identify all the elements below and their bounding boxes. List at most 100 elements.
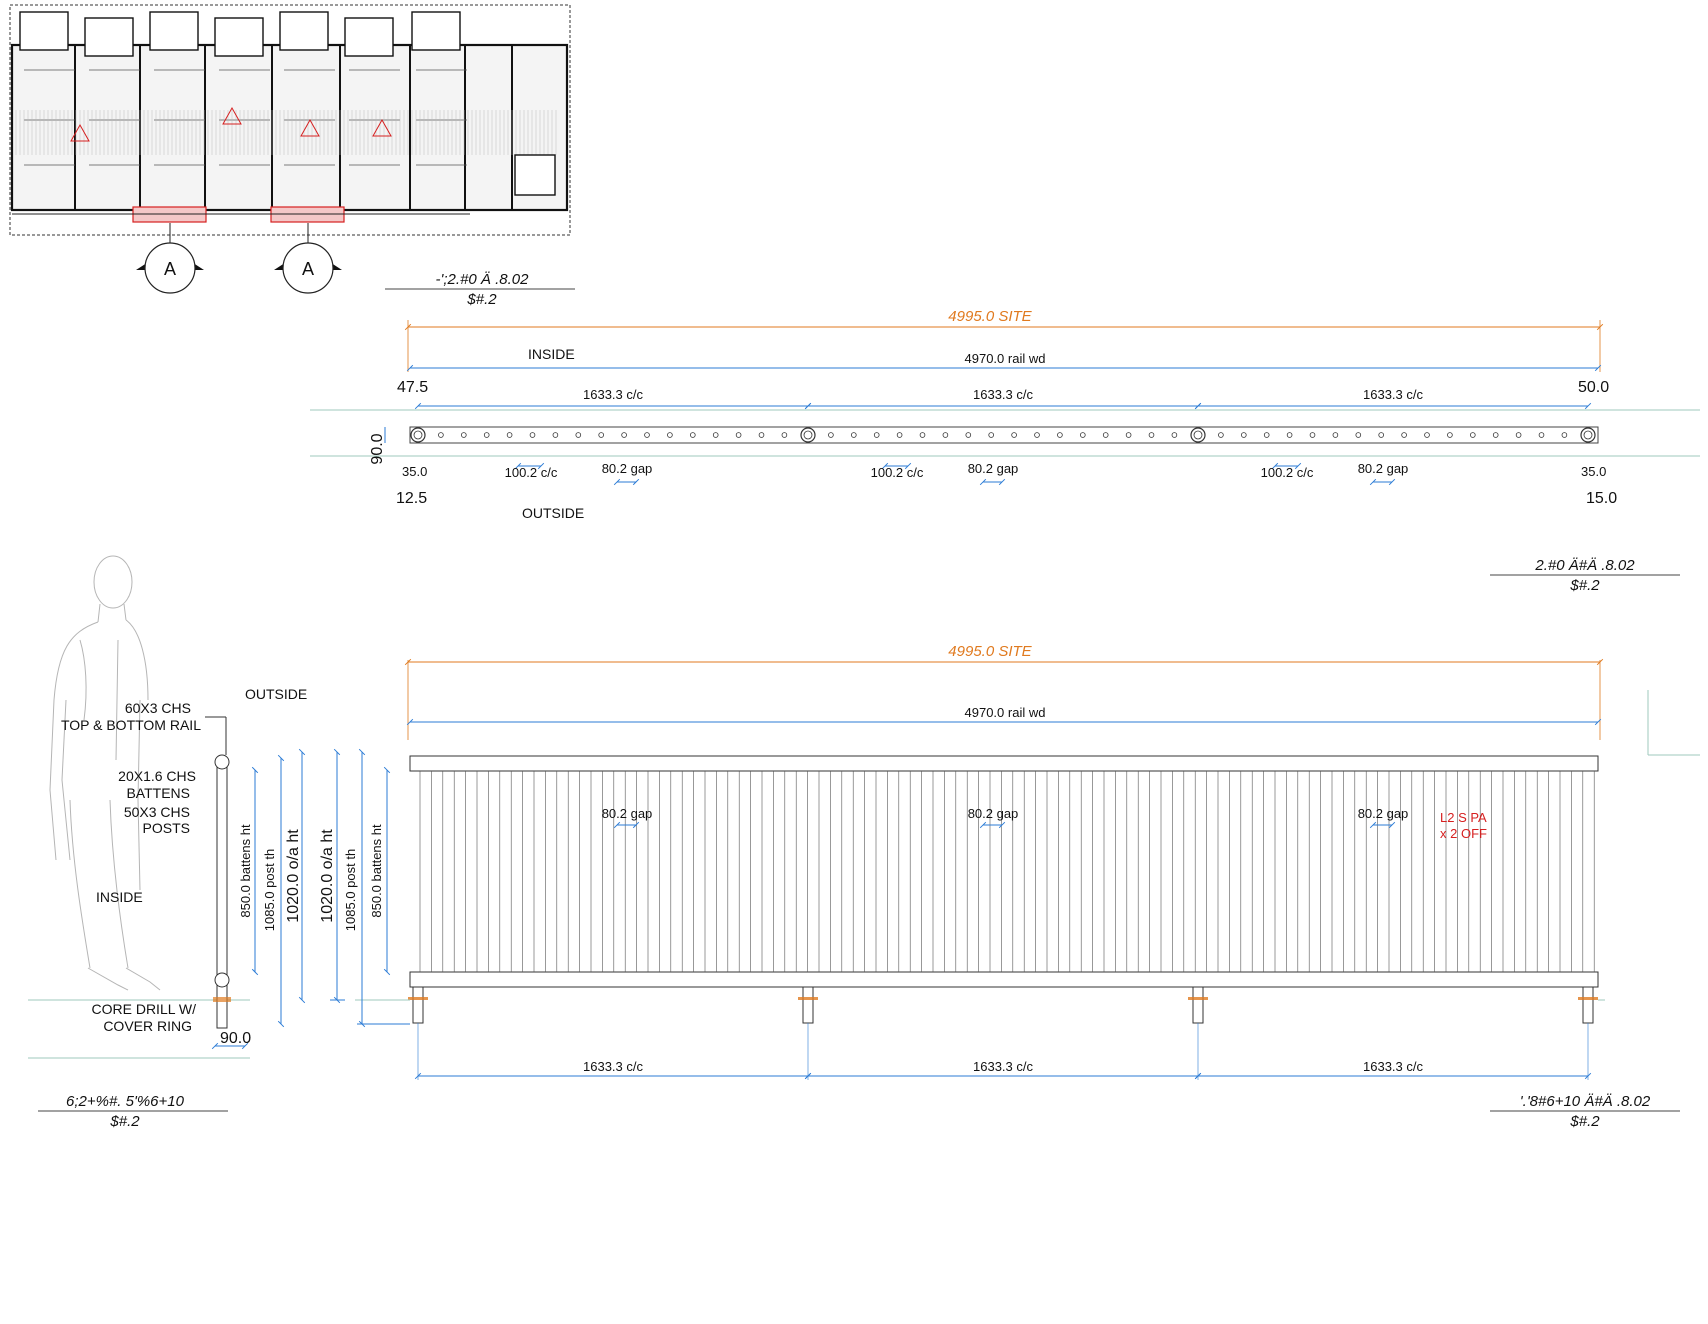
elevation-post xyxy=(1192,986,1204,1024)
batten-spacing-label: 100.2 c/c xyxy=(1261,465,1314,480)
plan-batten xyxy=(828,432,834,438)
elevation-post xyxy=(802,986,814,1024)
plan-post xyxy=(410,427,426,443)
elevation-battens xyxy=(419,771,1595,972)
plan-batten xyxy=(1561,432,1568,438)
plan-post xyxy=(1580,427,1596,443)
plan-batten xyxy=(919,432,926,438)
plan-batten xyxy=(942,432,949,438)
post-note: POSTS xyxy=(143,820,190,836)
plan-batten xyxy=(712,432,719,438)
offset-left-top: 47.5 xyxy=(397,379,428,396)
plan-rail xyxy=(409,426,1599,444)
key-plan-stair xyxy=(514,154,556,196)
plan-batten xyxy=(460,432,467,438)
post-offset-right: 35.0 xyxy=(1581,464,1606,479)
plan-batten xyxy=(552,432,559,438)
offset-left-bottom: 12.5 xyxy=(396,490,427,507)
plan-batten xyxy=(1309,432,1316,438)
plan-batten xyxy=(896,432,903,438)
section-width-label: 90.0 xyxy=(220,1030,251,1047)
key-plan-warning-triangle xyxy=(222,106,242,125)
key-plan-room xyxy=(149,11,199,51)
elevation-posts xyxy=(408,986,1598,1024)
elevation-title: '.'8#6+10 Ä#Ä .8.02 xyxy=(1520,1093,1651,1110)
batten-note: 20X1.6 CHS xyxy=(118,768,196,784)
post-spacing-label: 1633.3 c/c xyxy=(973,1059,1033,1074)
post-height-label: 1085.0 post th xyxy=(262,849,277,931)
plan-batten xyxy=(644,432,650,438)
gap-label: 80.2 gap xyxy=(1358,461,1409,476)
post-spacing-label: 1633.3 c/c xyxy=(973,387,1033,402)
section-top-rail xyxy=(214,754,230,770)
key-plan: A A -';2.#0 Ä .8.02 $#.2 xyxy=(9,4,575,308)
gap-label: 80.2 gap xyxy=(968,461,1019,476)
elevation-top-rail xyxy=(409,755,1599,772)
post-offset-left: 35.0 xyxy=(402,464,427,479)
key-plan-room xyxy=(344,17,394,57)
rail-width-label: 4970.0 rail wd xyxy=(965,705,1046,720)
battens-height-label: 850.0 battens ht xyxy=(369,824,384,918)
plan-view: 4995.0 SITE INSIDE 4970.0 rail wd 47.5 5… xyxy=(310,308,1700,594)
plan-batten xyxy=(1080,432,1086,438)
rail-note: 60X3 CHS xyxy=(125,700,191,716)
site-dimension-label: 4995.0 SITE xyxy=(948,643,1032,660)
plan-batten xyxy=(1424,432,1430,438)
plan-batten xyxy=(1538,432,1545,438)
gap-label: 80.2 gap xyxy=(1358,806,1409,821)
outside-label: OUTSIDE xyxy=(522,505,584,521)
plan-batten xyxy=(1447,432,1453,438)
plan-batten xyxy=(1515,432,1522,438)
battens-height-label: 850.0 battens ht xyxy=(238,824,253,918)
plan-batten xyxy=(965,432,972,438)
plan-batten xyxy=(506,432,513,438)
plan-batten xyxy=(1148,432,1155,438)
plan-title: 2.#0 Ä#Ä .8.02 xyxy=(1534,557,1635,574)
key-plan-scale: $#.2 xyxy=(466,291,497,308)
key-plan-title: -';2.#0 Ä .8.02 xyxy=(436,271,530,288)
section-marker-label: A xyxy=(302,259,314,279)
gap-label: 80.2 gap xyxy=(602,806,653,821)
post-spacing-label: 1633.3 c/c xyxy=(583,1059,643,1074)
human-figure-sketch xyxy=(49,555,161,991)
plan-batten xyxy=(1034,432,1040,438)
overall-height-label: 1020.0 o/a ht xyxy=(319,829,336,923)
plan-batten xyxy=(483,432,490,438)
plan-depth-label: 90.0 xyxy=(369,433,386,464)
rail-note: TOP & BOTTOM RAIL xyxy=(61,717,201,733)
panel-note: L2 S PA xyxy=(1440,810,1487,825)
section-marker-label: A xyxy=(164,259,176,279)
plan-batten xyxy=(1470,432,1476,438)
plan-batten xyxy=(575,432,582,438)
elevation-view: 4995.0 SITE 4970.0 rail wd 80.2 gap 80.2… xyxy=(319,643,1700,1130)
core-drill-ring xyxy=(213,997,231,1002)
panel-note: x 2 OFF xyxy=(1440,826,1487,841)
plan-batten xyxy=(1171,432,1178,438)
plan-batten xyxy=(1263,432,1270,438)
section-marker: A xyxy=(136,223,204,294)
overall-height-label: 1020.0 o/a ht xyxy=(285,829,302,923)
plan-batten xyxy=(1057,432,1063,438)
post-spacing-label: 1633.3 c/c xyxy=(1363,1059,1423,1074)
plan-batten xyxy=(988,432,994,438)
plan-batten xyxy=(1241,432,1247,438)
section-outside-label: OUTSIDE xyxy=(245,686,307,702)
key-plan-room xyxy=(84,17,134,57)
offset-right-top: 50.0 xyxy=(1578,379,1609,396)
key-plan-room xyxy=(214,17,264,57)
site-dimension-label: 4995.0 SITE xyxy=(948,308,1032,325)
gap-label: 80.2 gap xyxy=(968,806,1019,821)
section-scale: $#.2 xyxy=(109,1113,140,1130)
section-inside-label: INSIDE xyxy=(96,889,143,905)
plan-batten xyxy=(667,432,673,438)
plan-batten xyxy=(1355,432,1362,438)
section-bottom-rail xyxy=(214,972,230,988)
plan-batten xyxy=(1218,432,1224,438)
key-plan-warning-triangle xyxy=(70,123,90,142)
section-view: 60X3 CHS TOP & BOTTOM RAIL 20X1.6 CHS BA… xyxy=(28,555,307,1130)
core-drill-note: CORE DRILL W/ xyxy=(92,1001,197,1017)
plan-batten xyxy=(873,432,880,438)
key-plan-warning-triangle xyxy=(372,118,392,137)
plan-batten xyxy=(1492,432,1499,438)
